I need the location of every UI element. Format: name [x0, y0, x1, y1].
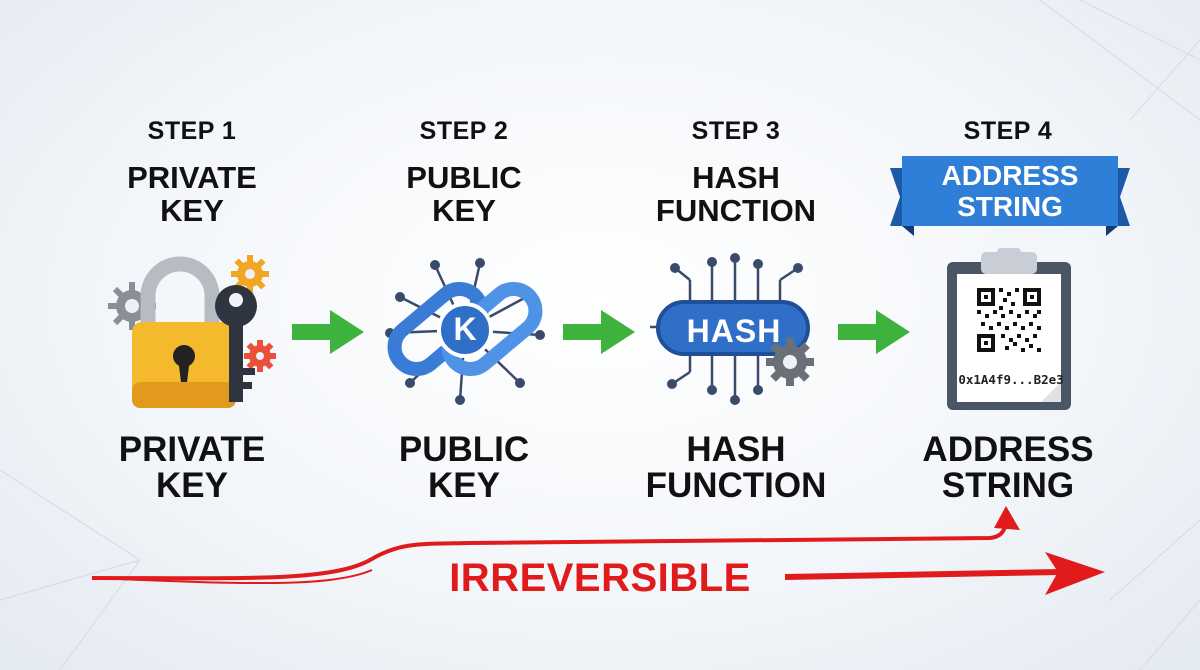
- key-icon: [215, 285, 257, 402]
- step-4-caption: ADDRESS STRING: [922, 430, 1094, 505]
- gear-icon: [766, 338, 814, 386]
- step-3-label: STEP 3: [691, 117, 781, 145]
- chain-link-icon: [385, 258, 545, 405]
- flow-arrow-3: [838, 310, 910, 354]
- flow-arrow-1: [292, 310, 364, 354]
- step-1-title: PRIVATE KEY: [127, 160, 257, 228]
- flow-arrow-2: [563, 310, 635, 354]
- address-value: 0x1A4f9...B2e3: [958, 372, 1064, 387]
- step-2-label: STEP 2: [419, 117, 509, 145]
- step-4-title: ADDRESS STRING: [941, 160, 1079, 222]
- step-1-caption: PRIVATE KEY: [118, 430, 266, 505]
- hash-label: HASH: [686, 313, 782, 349]
- irreversible-label: IRREVERSIBLE: [449, 556, 751, 600]
- address-string-banner: [890, 156, 1130, 236]
- step-2-caption: PUBLIC KEY: [398, 430, 530, 505]
- step-1-label: STEP 1: [147, 117, 237, 145]
- clipboard-qr-icon: [947, 248, 1071, 410]
- irreversible-arrow: [91, 506, 1105, 595]
- step-2-title: PUBLIC KEY: [406, 160, 522, 228]
- chain-k-letter: K: [453, 311, 477, 347]
- step-3-caption: HASH FUNCTION: [645, 430, 827, 505]
- padlock-key-icon: [108, 255, 276, 408]
- step-4-label: STEP 4: [963, 117, 1053, 145]
- step-3-title: HASH FUNCTION: [655, 160, 817, 228]
- hash-circuit-icon: [650, 253, 814, 405]
- qr-code-icon: [977, 288, 1041, 352]
